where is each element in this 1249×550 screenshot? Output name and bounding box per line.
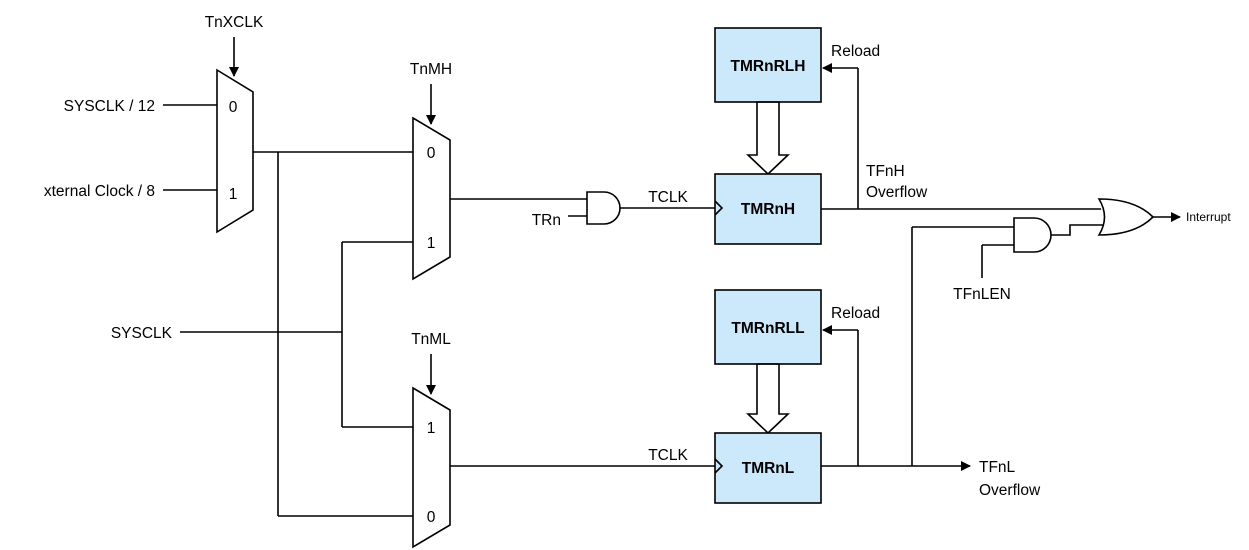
counter-high-register-label: TMRnH: [741, 201, 795, 218]
sysclk-label: SYSCLK: [111, 325, 173, 342]
tfnh-label: TFnH: [866, 163, 905, 180]
reload-low-transfer-arrow: [745, 363, 791, 435]
tnml-label: TnML: [411, 331, 451, 348]
tfnlen-and-gate: [1013, 217, 1052, 253]
low-mux-input-0-label: 0: [427, 509, 436, 526]
counter-low-register: [714, 432, 822, 504]
interrupt-or-gate: [1097, 198, 1155, 236]
reload-high-register-label: TMRnRLH: [731, 58, 806, 75]
trn-and-gate: [586, 191, 621, 225]
reload-low-register: [714, 289, 822, 365]
tnmh-label: TnMH: [410, 61, 452, 78]
tfnl-label: TFnL: [979, 459, 1016, 476]
tnxclk-label: TnXCLK: [205, 14, 264, 31]
tfnh-overflow-label: Overflow: [866, 184, 928, 201]
clock-mux-input-1-label: 1: [229, 186, 238, 203]
low-byte-mux: [412, 386, 451, 549]
low-mux-input-1-label: 1: [427, 420, 436, 437]
trn-label: TRn: [532, 212, 561, 229]
interrupt-label: Interrupt: [1186, 210, 1231, 224]
clock-select-mux: [216, 68, 254, 234]
sysclk-div12-label: SYSCLK / 12: [64, 98, 155, 115]
tfnl-overflow-label: Overflow: [979, 482, 1041, 499]
reload-high-label: Reload: [831, 43, 880, 60]
tfnlen-label: TFnLEN: [953, 286, 1011, 303]
counter-low-register-label: TMRnL: [742, 460, 795, 477]
counter-low-clock-input-icon: [714, 458, 724, 474]
reload-high-register: [714, 27, 822, 103]
clock-mux-input-0-label: 0: [229, 99, 238, 116]
high-byte-mux: [412, 116, 451, 281]
reload-low-label: Reload: [831, 305, 880, 322]
reload-high-transfer-arrow: [745, 101, 791, 176]
and-to-or-wire: [1051, 224, 1104, 236]
high-mux-input-1-label: 1: [427, 235, 436, 252]
high-mux-input-0-label: 0: [427, 145, 436, 162]
external-clock-div8-label: xternal Clock / 8: [44, 183, 155, 200]
reload-low-register-label: TMRnRLL: [731, 320, 804, 337]
counter-high-clock-input-icon: [714, 200, 724, 216]
tclk-low-label: TCLK: [648, 447, 688, 464]
tclk-high-label: TCLK: [648, 189, 688, 206]
